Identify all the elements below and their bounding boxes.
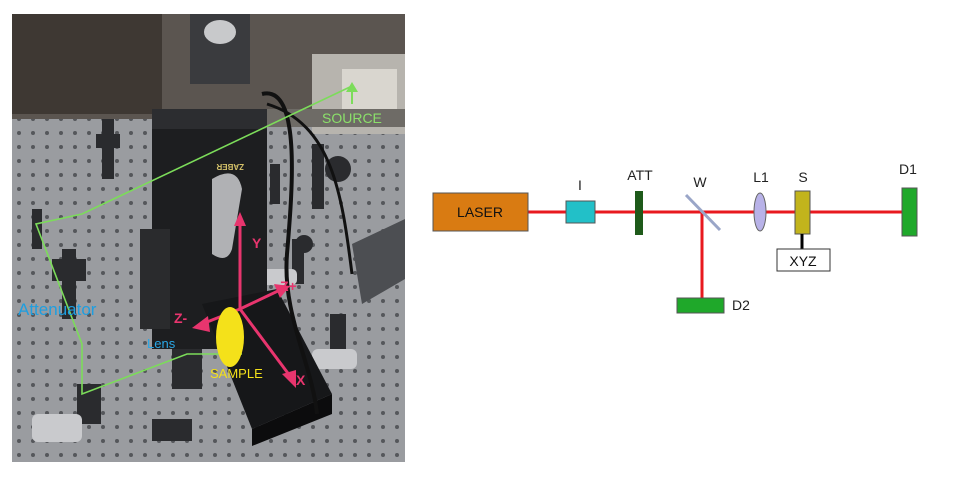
detector-d2 bbox=[676, 297, 725, 314]
label-axis-z-plus: Z+ bbox=[280, 278, 297, 294]
setup-photo: ZABER SOURCE Attenuator Lens SAMPLE Y Z+… bbox=[12, 14, 405, 462]
attenuator-label: ATT bbox=[627, 167, 653, 183]
detector-d1 bbox=[901, 187, 918, 237]
sample-label: S bbox=[798, 169, 807, 185]
window-label: W bbox=[693, 174, 707, 190]
label-axis-x: X bbox=[296, 372, 306, 388]
laser-label: LASER bbox=[457, 204, 503, 220]
beam-path bbox=[34, 85, 353, 396]
detector-d2-label: D2 bbox=[732, 297, 750, 313]
label-sample: SAMPLE bbox=[210, 366, 263, 381]
optical-mounts bbox=[32, 119, 351, 441]
xyz-stage-box bbox=[776, 248, 831, 272]
sample-ellipse bbox=[216, 307, 244, 367]
label-axis-y: Y bbox=[252, 235, 262, 251]
xyz-stage-label: XYZ bbox=[789, 253, 817, 269]
sample bbox=[794, 190, 811, 235]
lens-label: L1 bbox=[753, 169, 769, 185]
source-arrow bbox=[346, 82, 358, 104]
stage-handle bbox=[212, 173, 242, 258]
stage-brand: ZABER bbox=[216, 162, 244, 171]
iris-label: I bbox=[578, 177, 582, 193]
detector-d1-label: D1 bbox=[899, 161, 917, 177]
laser-box bbox=[432, 192, 529, 232]
iris bbox=[565, 200, 596, 224]
label-axis-z-minus: Z- bbox=[174, 310, 188, 326]
setup-photo-illustration: ZABER SOURCE Attenuator Lens SAMPLE Y Z+… bbox=[12, 14, 405, 462]
window-beamsplitter bbox=[684, 193, 722, 232]
label-source: SOURCE bbox=[322, 110, 382, 126]
attenuator bbox=[635, 191, 643, 235]
lens bbox=[753, 192, 767, 232]
label-attenuator: Attenuator bbox=[18, 300, 97, 319]
label-lens: Lens bbox=[147, 336, 176, 351]
